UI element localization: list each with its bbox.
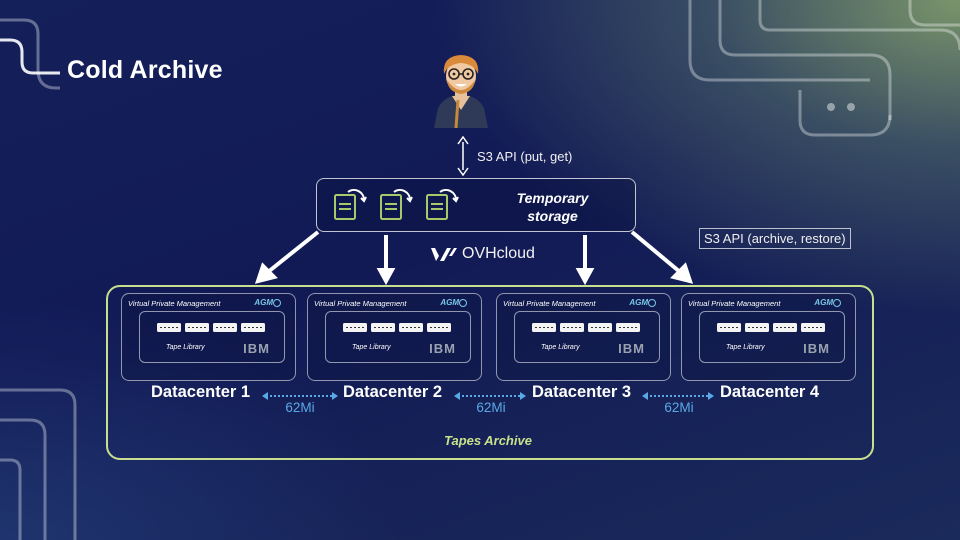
tapes-archive-label: Tapes Archive [444,433,532,448]
tape-cartridge-icon [343,323,367,332]
tape-cartridge-icon [532,323,556,332]
datacenter-name-2: Datacenter 2 [343,383,443,401]
temporary-storage-line1: Temporary [516,190,589,206]
ibm-logo: IBM [618,341,645,356]
link-bandwidth-3-4: 62Mi [664,400,694,415]
tape-library-label: Tape Library [541,344,580,351]
tape-cartridge-icon [157,323,181,332]
ovhcloud-logo: OVHcloud [430,245,535,263]
vpm-logo-icon [833,299,841,307]
vpm-label: Virtual Private Management [314,299,407,308]
datacenter-box-4: Virtual Private Management AGM Tape Libr… [681,293,856,381]
archive-api-label: S3 API (archive, restore) [699,228,851,249]
datacenter-box-2: Virtual Private Management AGM Tape Libr… [307,293,482,381]
tape-library-label: Tape Library [166,344,205,351]
user-api-label: S3 API (put, get) [477,149,573,164]
datacenter-box-1: Virtual Private Management AGM Tape Libr… [121,293,296,381]
tape-cartridge-icon [773,323,797,332]
vpm-label: Virtual Private Management [688,299,781,308]
tape-cartridge-icon [616,323,640,332]
temporary-storage-box [316,178,636,232]
datacenter-name-3: Datacenter 3 [532,383,632,401]
temporary-storage-line2: storage [527,208,578,224]
vpm-label: Virtual Private Management [128,299,221,308]
tapes-archive-box [106,285,874,460]
ibm-logo: IBM [429,341,456,356]
tape-cartridge-icon [185,323,209,332]
tape-library: Tape Library IBM [139,311,285,363]
document-refresh-icon [380,189,413,220]
tape-library-label: Tape Library [352,344,391,351]
tape-cartridge-icon [241,323,265,332]
page-title: Cold Archive [67,56,223,84]
tape-cartridge-icon [399,323,423,332]
ovhcloud-logo-text: OVHcloud [462,245,535,262]
vpm-logo-icon [273,299,281,307]
vpm-logo-icon [648,299,656,307]
temporary-storage-label: Temporary storage [495,189,610,225]
tape-library: Tape Library IBM [699,311,845,363]
tape-cartridge-icon [371,323,395,332]
tape-cartridge-icon [560,323,584,332]
link-bandwidth-2-3: 62Mi [476,400,506,415]
datacenter-name-4: Datacenter 4 [720,383,820,401]
tape-cartridge-icon [745,323,769,332]
vpm-logo: AGM [814,298,833,307]
link-bandwidth-1-2: 62Mi [285,400,315,415]
document-refresh-icon [334,189,367,220]
tape-library: Tape Library IBM [514,311,660,363]
tape-cartridge-icon [427,323,451,332]
vpm-label: Virtual Private Management [503,299,596,308]
ibm-logo: IBM [803,341,830,356]
avatar [434,55,488,128]
vpm-logo: AGM [254,298,273,307]
vpm-logo: AGM [440,298,459,307]
ibm-logo: IBM [243,341,270,356]
ovhcloud-logo-icon [431,247,457,261]
vpm-logo-icon [459,299,467,307]
tape-cartridge-icon [801,323,825,332]
user-api-arrow [457,136,469,176]
document-refresh-icon [426,189,459,220]
tape-cartridge-icon [588,323,612,332]
datacenter-box-3: Virtual Private Management AGM Tape Libr… [496,293,671,381]
vpm-logo: AGM [629,298,648,307]
tape-library-label: Tape Library [726,344,765,351]
tape-cartridge-icon [213,323,237,332]
tape-cartridge-icon [717,323,741,332]
tape-library: Tape Library IBM [325,311,471,363]
datacenter-name-1: Datacenter 1 [151,383,251,401]
